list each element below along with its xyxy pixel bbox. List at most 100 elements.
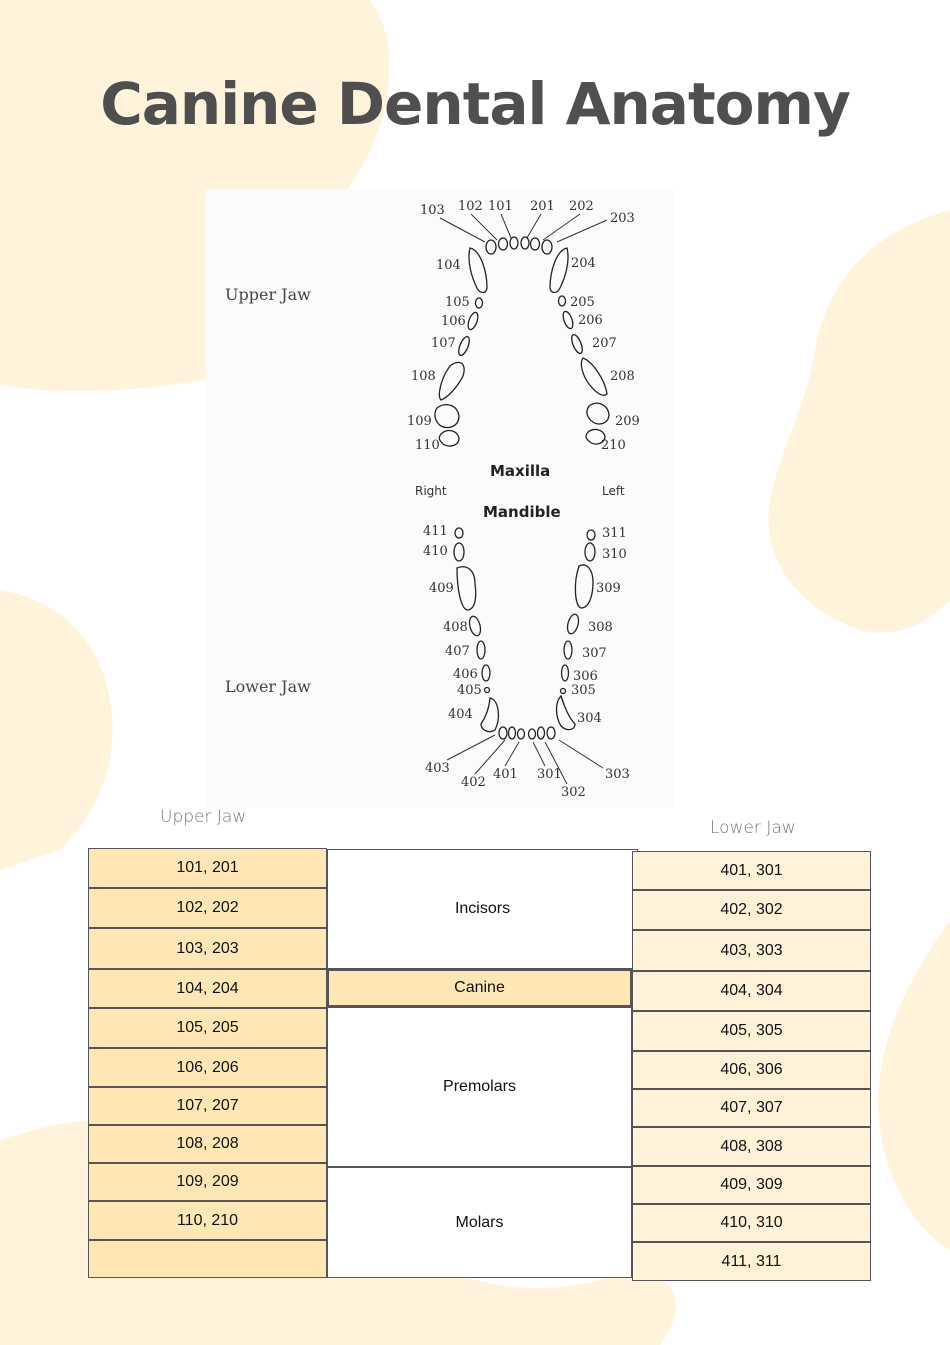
upper-molar-tooth <box>434 404 460 429</box>
tooth-label: 107 <box>431 336 456 351</box>
lower-molar-tooth <box>586 529 596 541</box>
lower-tooth-cell: 405, 305 <box>632 1011 871 1051</box>
lower-incisor-tooth <box>507 726 517 740</box>
upper-premolar-tooth <box>562 310 574 330</box>
leader-line <box>474 739 506 775</box>
upper-tooth-cell: 106, 206 <box>88 1048 327 1087</box>
tooth-label: 105 <box>445 295 470 310</box>
tooth-label: 203 <box>610 211 635 226</box>
tooth-label: 108 <box>411 369 436 384</box>
upper-incisor-tooth <box>497 237 509 251</box>
group-premolars: Premolars <box>327 1007 632 1167</box>
left-label: Left <box>602 484 625 498</box>
lower-jaw-heading: Lower Jaw <box>710 818 796 838</box>
lower-incisor-tooth <box>536 726 546 740</box>
tooth-label: 204 <box>571 256 596 271</box>
lower-molar-tooth <box>454 527 464 539</box>
upper-jaw-label: Upper Jaw <box>225 285 311 304</box>
tooth-label: 303 <box>605 767 630 782</box>
lower-tooth-cell: 401, 301 <box>632 851 871 890</box>
group-molars: Molars <box>327 1167 632 1278</box>
tooth-label: 410 <box>423 544 448 559</box>
upper-carnassial-tooth <box>438 361 465 401</box>
tooth-label: 402 <box>461 775 486 790</box>
upper-tooth-cell: 105, 205 <box>88 1008 327 1048</box>
lower-premolar-tooth <box>559 687 567 695</box>
bg-blob-right <box>768 210 950 633</box>
tooth-label: 302 <box>561 785 586 800</box>
bg-blob-bottom-left <box>0 590 113 870</box>
lower-carnassial-tooth <box>456 566 477 611</box>
tooth-label: 304 <box>577 711 602 726</box>
lower-premolar-tooth <box>476 640 486 660</box>
dental-chart-svg: Upper Jaw Lower Jaw Maxilla Mandible Rig… <box>225 199 640 800</box>
tooth-label: 305 <box>571 683 596 698</box>
tooth-label: 209 <box>615 414 640 429</box>
lower-tooth-cell: 402, 302 <box>632 890 871 930</box>
tooth-label: 101 <box>488 199 513 214</box>
tooth-label: 309 <box>596 581 621 596</box>
lower-premolar-tooth <box>468 615 482 637</box>
upper-tooth-cell: 108, 208 <box>88 1125 327 1163</box>
upper-incisor-tooth <box>485 239 497 255</box>
upper-tooth-cell: 107, 207 <box>88 1087 327 1125</box>
bg-blob-bottom-right <box>878 920 950 1250</box>
lower-jaw-label: Lower Jaw <box>225 677 311 696</box>
upper-incisor-tooth <box>541 239 553 255</box>
lower-canine-tooth <box>555 694 576 731</box>
upper-tooth-cell: 104, 204 <box>88 969 327 1008</box>
lower-premolar-tooth <box>481 664 491 682</box>
leader-line <box>504 741 520 767</box>
lower-premolar-tooth <box>563 640 573 660</box>
tooth-label: 205 <box>570 295 595 310</box>
leader-line <box>500 213 512 239</box>
upper-carnassial-tooth <box>580 357 608 396</box>
lower-tooth-cell: 404, 304 <box>632 971 871 1011</box>
tooth-label: 102 <box>458 199 483 214</box>
lower-premolar-tooth <box>566 613 580 635</box>
upper-premolar-tooth <box>467 311 479 331</box>
dental-chart-diagram: Upper Jaw Lower Jaw Maxilla Mandible Rig… <box>205 190 675 808</box>
lower-incisor-tooth <box>516 728 526 740</box>
tooth-label: 407 <box>445 644 470 659</box>
lower-tooth-cell: 403, 303 <box>632 930 871 971</box>
upper-canine-tooth <box>549 247 569 294</box>
tooth-label: 208 <box>610 369 635 384</box>
tooth-label: 104 <box>436 258 461 273</box>
lower-tooth-cell: 407, 307 <box>632 1089 871 1127</box>
lower-tooth-cell: 411, 311 <box>632 1242 871 1281</box>
page-title: Canine Dental Anatomy <box>100 70 851 138</box>
leader-line <box>556 219 608 243</box>
lower-incisor-tooth <box>498 726 508 740</box>
upper-tooth-cell <box>88 1240 327 1278</box>
lower-incisor-tooth <box>527 728 537 740</box>
upper-jaw-heading: Upper Jaw <box>160 807 247 827</box>
upper-premolar-tooth <box>474 297 484 309</box>
tooth-label: 408 <box>443 620 468 635</box>
upper-tooth-cell: 109, 209 <box>88 1163 327 1201</box>
upper-tooth-cell: 101, 201 <box>88 848 327 888</box>
upper-tooth-cell: 102, 202 <box>88 888 327 928</box>
lower-premolar-tooth <box>483 686 491 694</box>
leader-line <box>470 213 498 241</box>
leader-line <box>542 213 581 241</box>
upper-tooth-cell: 110, 210 <box>88 1201 327 1240</box>
lower-molar-tooth <box>584 542 596 562</box>
tooth-label: 103 <box>420 203 445 218</box>
tooth-label: 403 <box>425 761 450 776</box>
tooth-label: 110 <box>415 438 440 453</box>
tooth-label: 202 <box>569 199 594 214</box>
lower-carnassial-tooth <box>574 564 594 609</box>
upper-canine-tooth <box>468 247 488 294</box>
tooth-label: 401 <box>493 767 518 782</box>
tooth-label: 106 <box>441 314 466 329</box>
tooth-label: 308 <box>588 620 613 635</box>
tooth-label: 307 <box>582 646 607 661</box>
leader-line <box>544 741 568 785</box>
tooth-label: 406 <box>453 667 478 682</box>
lower-molar-tooth <box>453 542 465 562</box>
leader-line <box>558 739 604 769</box>
upper-incisor-tooth <box>520 236 530 250</box>
group-incisors: Incisors <box>327 849 638 969</box>
tooth-label: 306 <box>573 669 598 684</box>
